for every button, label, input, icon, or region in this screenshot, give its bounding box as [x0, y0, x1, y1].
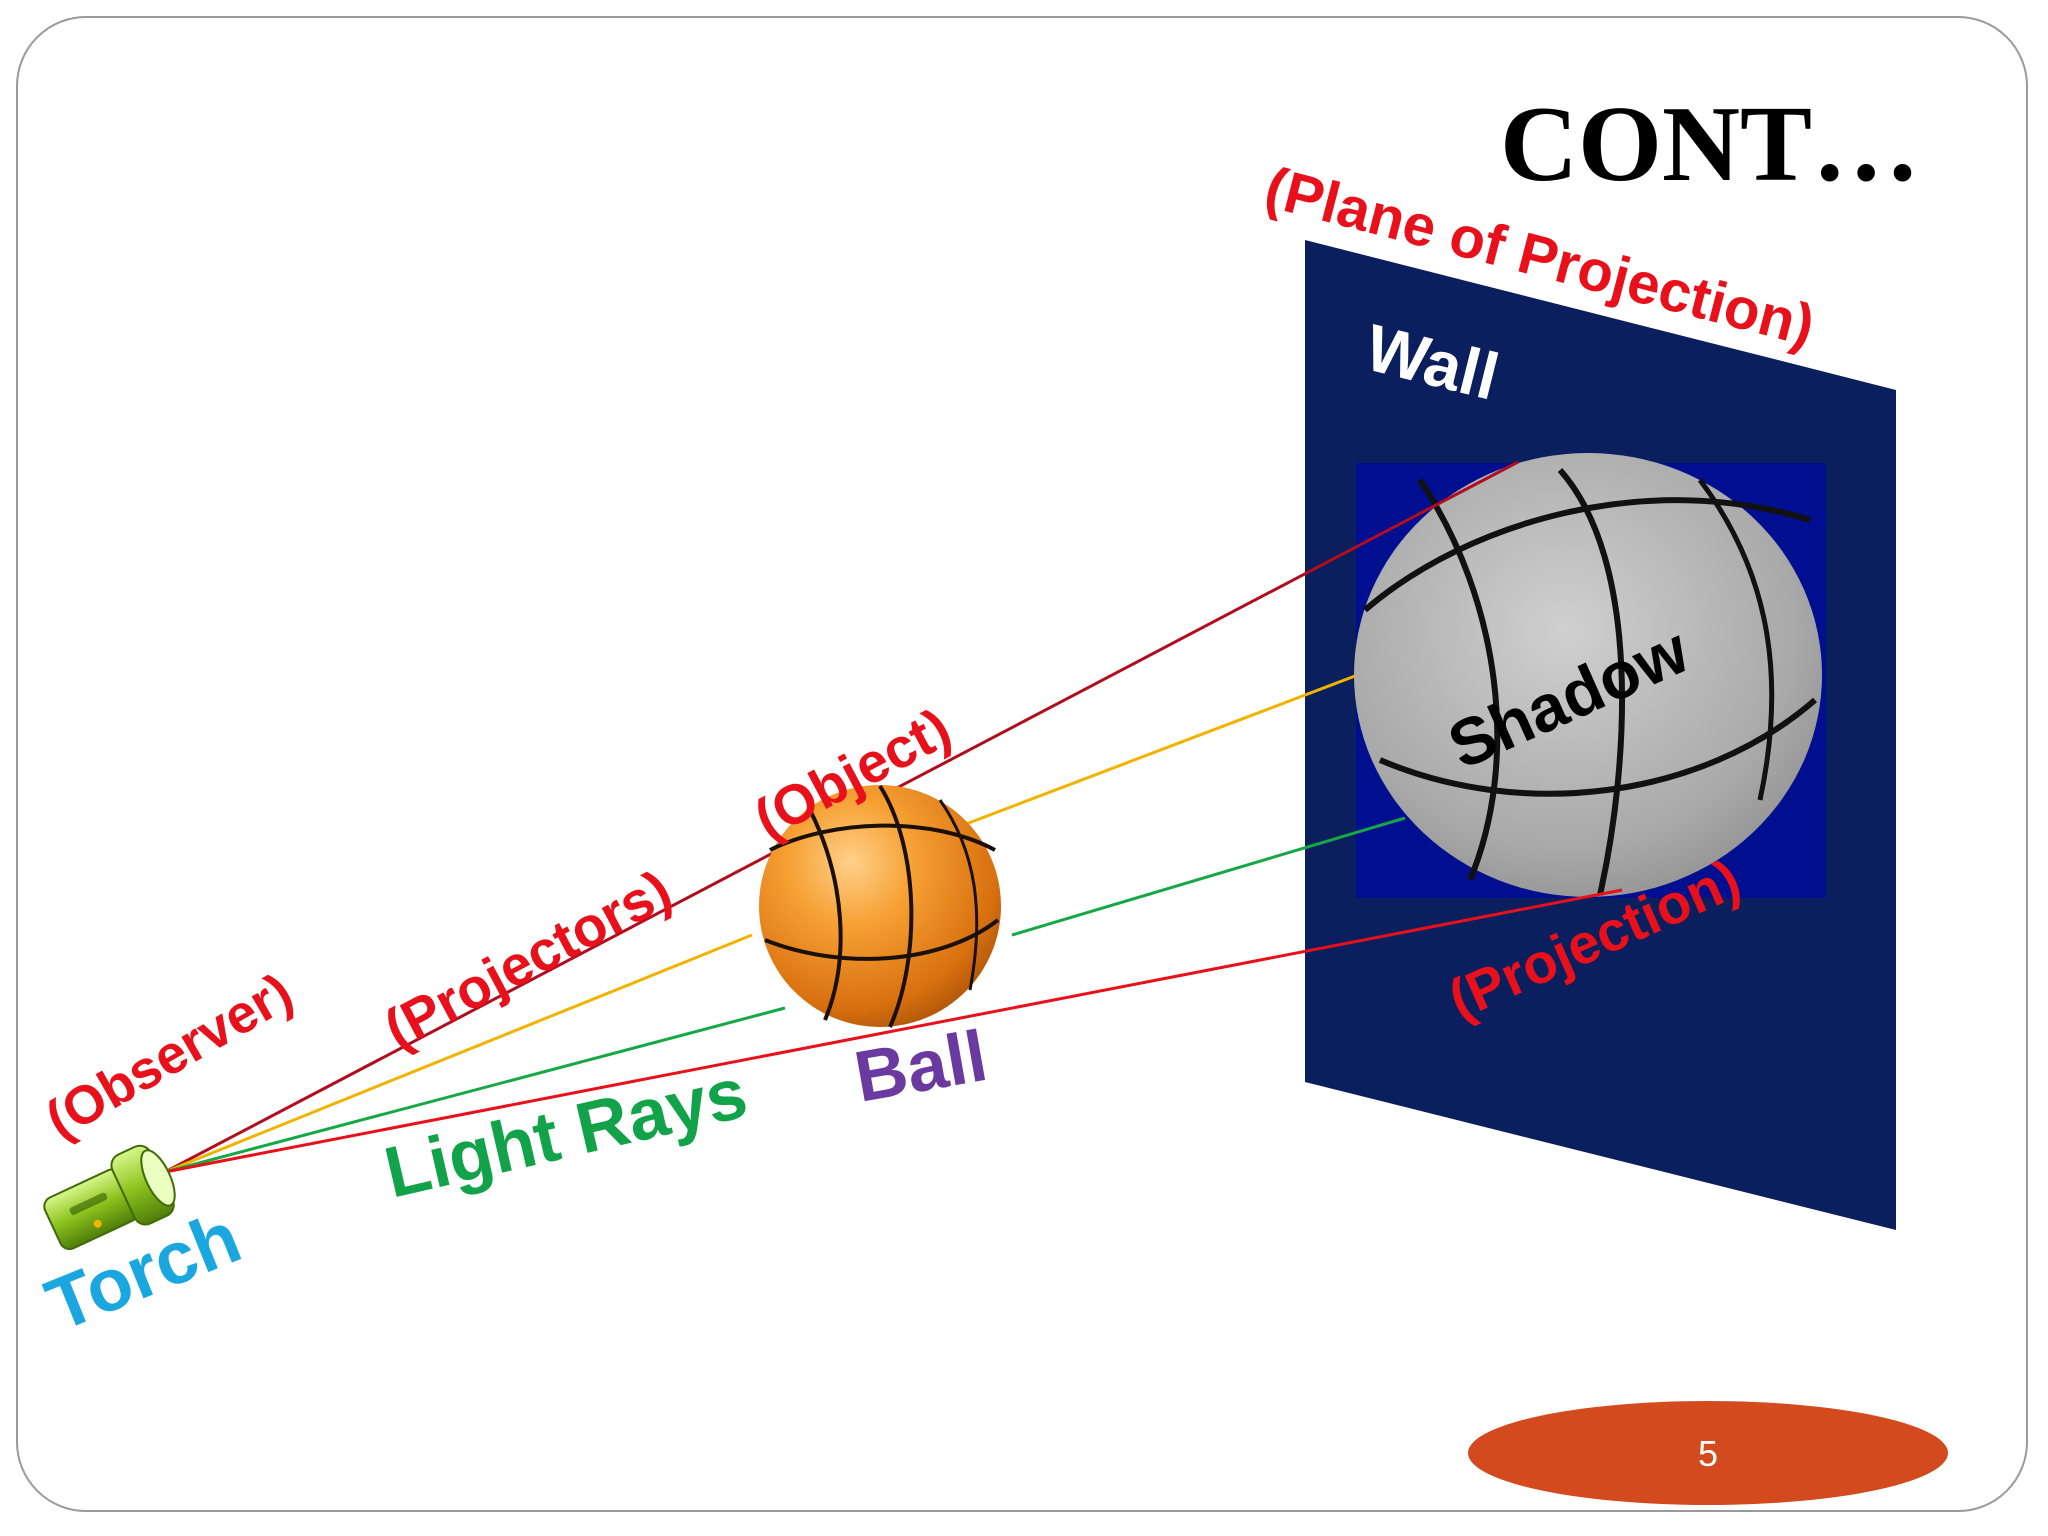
ray-green-front	[1011, 816, 1406, 937]
ray-bottom	[164, 888, 1623, 1174]
slide-title: CONT…	[1500, 85, 1920, 204]
torch-icon	[43, 1144, 176, 1251]
ball-object	[759, 784, 1001, 1028]
page-number: 5	[1698, 1433, 1718, 1474]
label-ball: Ball	[849, 1016, 993, 1118]
shadow-ball	[1354, 453, 1822, 897]
ray-yellow-back	[164, 933, 753, 1174]
label-light-rays: Light Rays	[378, 1053, 755, 1214]
slide-frame	[16, 16, 2028, 1512]
label-projectors: (Projectors)	[374, 857, 681, 1060]
ray-yellow-front	[944, 674, 1356, 834]
page-number-badge	[1468, 1401, 1948, 1505]
ray-green-back	[164, 1006, 786, 1174]
